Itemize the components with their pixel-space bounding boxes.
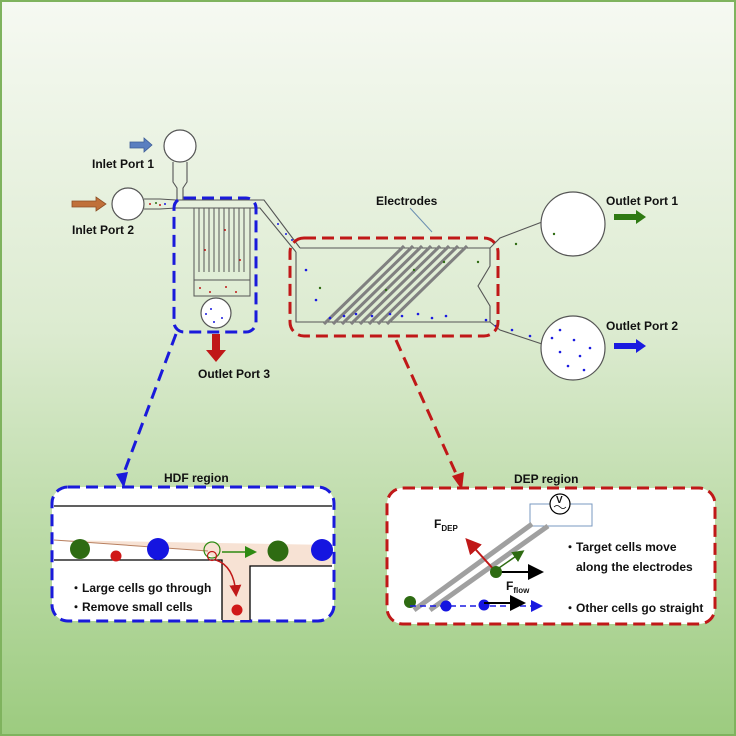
hdf-bullet-2: ・Remove small cells (70, 600, 193, 614)
f-dep-arrow (465, 538, 497, 573)
microfluidic-chip (111, 129, 606, 381)
hdf-large-cell (267, 540, 289, 562)
hdf-large-cell-ghost (203, 541, 221, 559)
hdf-large-cell (70, 539, 90, 559)
dep-other-cell (440, 600, 452, 612)
inlet-2-channel (144, 198, 177, 210)
dep-region-panel: V FDEP Fflow DEP region ・Target cells mo… (385, 472, 717, 626)
dep-target-cell (404, 596, 416, 608)
hdf-channel-bottom-wall-right (249, 565, 332, 620)
inlet-1-channel (172, 162, 188, 200)
dep-highlight-box (288, 236, 500, 338)
target-cell-path-arrow (495, 550, 525, 571)
inlet-port-1-reservoir (163, 129, 197, 163)
voltage-source-icon (549, 493, 571, 515)
hdf-large-cell (147, 538, 169, 560)
electrodes (322, 244, 469, 326)
hdf-region-panel: HDF region ・Large cells go through ・Remo… (50, 471, 336, 623)
dep-target-cell (490, 566, 502, 578)
dep-region-box (385, 486, 717, 626)
dep-zoom-connector (394, 339, 460, 479)
hdf-flow-band (54, 540, 332, 620)
hdf-comb (193, 208, 251, 297)
inlet-port-2-reservoir (111, 187, 145, 221)
hdf-region-title: HDF region (164, 471, 229, 485)
electrodes-label: Electrodes (376, 194, 438, 208)
hdf-zoom-connector (120, 333, 178, 479)
f-flow-label: Fflow (506, 579, 530, 595)
outlet-port-3-arrow (206, 334, 226, 362)
hdf-bullet-1: ・Large cells go through (70, 581, 211, 595)
outlet-port-1-arrow (614, 210, 646, 224)
dep-bullet-1-cont: along the electrodes (576, 560, 693, 574)
dep-bullet-1: ・Target cells move (564, 540, 677, 554)
outlet-port-2-reservoir (540, 315, 606, 381)
dep-electrode (412, 521, 534, 613)
f-dep-label: FDEP (434, 517, 458, 533)
dep-splitter (477, 248, 491, 322)
dep-other-cell (478, 599, 490, 611)
hdf-removed-small-cell (231, 604, 243, 616)
voltage-label: V (556, 495, 563, 506)
hdf-region-box (50, 485, 336, 623)
dep-bullet-2: ・Other cells go straight (564, 601, 703, 615)
hdf-small-cell (110, 550, 122, 562)
hdf-zoom-arrowhead (116, 472, 128, 488)
hdf-highlight-box (172, 196, 258, 334)
hdf-small-cell-arrow (215, 559, 242, 597)
electrodes-leader-line (409, 207, 433, 233)
inlet-port-1-arrow (129, 137, 153, 153)
inlet-port-1-label: Inlet Port 1 (92, 157, 154, 171)
dep-zoom-arrowhead (452, 472, 464, 490)
outlet-port-1-reservoir (540, 191, 606, 257)
inlet-port-2-label: Inlet Port 2 (72, 223, 134, 237)
dep-electrode (428, 523, 550, 613)
inlet-port-2-arrow (71, 196, 107, 212)
hdf-small-cell-ghost (206, 550, 218, 562)
hdf-channel-bottom-wall-left (54, 559, 223, 620)
dep-region-title: DEP region (514, 472, 578, 486)
dep-chamber-top (300, 221, 543, 249)
outlet-port-1-label: Outlet Port 1 (606, 194, 678, 208)
outlet-port-3-reservoir (200, 297, 232, 329)
outlet-port-3-label: Outlet Port 3 (198, 367, 270, 381)
hdf-large-cell (311, 539, 333, 561)
outlet-port-2-label: Outlet Port 2 (606, 319, 678, 333)
outlet-port-2-arrow (614, 339, 646, 353)
